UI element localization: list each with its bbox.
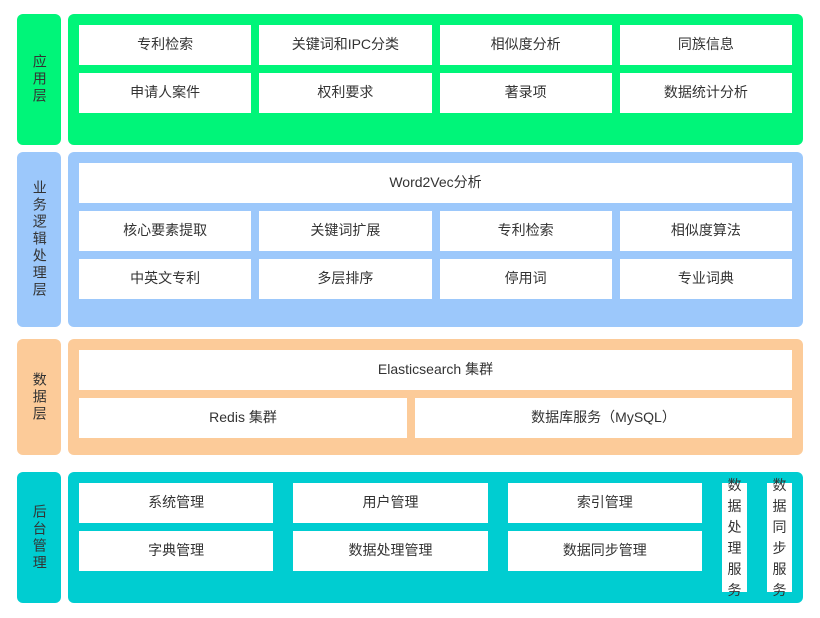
card-bibliographic-items[interactable]: 著录项: [439, 73, 612, 113]
card-user-management[interactable]: 用户管理: [293, 483, 488, 523]
layer-label-data: 数据层: [17, 339, 61, 455]
card-dictionary-management[interactable]: 字典管理: [79, 531, 274, 571]
card-similarity-algorithm[interactable]: 相似度算法: [619, 211, 792, 251]
layer-data: 数据层 Elasticsearch 集群 Redis 集群 数据库服务（MySQ…: [17, 339, 803, 455]
layer-label-backend-management-text: 后台管理: [31, 503, 48, 572]
card-system-management[interactable]: 系统管理: [79, 483, 274, 523]
layer-label-data-text: 数据层: [31, 371, 48, 423]
business-row-1: Word2Vec分析: [79, 163, 792, 203]
layer-panel-business-logic: Word2Vec分析 核心要素提取 关键词扩展 专利检索 相似度算法 中英文专利…: [68, 152, 803, 327]
backend-row-1: 系统管理 用户管理 索引管理: [79, 483, 702, 523]
card-applicant-cases[interactable]: 申请人案件: [79, 73, 252, 113]
card-core-element-extraction[interactable]: 核心要素提取: [79, 211, 252, 251]
layer-backend-management: 后台管理 系统管理 用户管理 索引管理 字典管理 数据处理管理 数据同步管理 数…: [17, 472, 803, 603]
data-row-2: Redis 集群 数据库服务（MySQL）: [79, 398, 792, 438]
business-row-2: 核心要素提取 关键词扩展 专利检索 相似度算法: [79, 211, 792, 251]
card-data-processing-service[interactable]: 数据处理服务: [722, 477, 747, 598]
layer-application: 应用层 专利检索 关键词和IPC分类 相似度分析 同族信息 申请人案件 权利要求…: [17, 14, 803, 145]
card-patent-search-business[interactable]: 专利检索: [439, 211, 612, 251]
card-claims[interactable]: 权利要求: [259, 73, 432, 113]
layer-label-application-text: 应用层: [31, 54, 48, 105]
card-professional-dictionary[interactable]: 专业词典: [619, 259, 792, 299]
application-row-2: 申请人案件 权利要求 著录项 数据统计分析: [79, 73, 792, 113]
card-keyword-expansion[interactable]: 关键词扩展: [259, 211, 432, 251]
card-data-sync-service[interactable]: 数据同步服务: [767, 477, 792, 598]
layer-panel-backend-management: 系统管理 用户管理 索引管理 字典管理 数据处理管理 数据同步管理 数据处理服务…: [68, 472, 803, 603]
card-patent-search[interactable]: 专利检索: [79, 25, 252, 65]
card-chinese-english-patent[interactable]: 中英文专利: [79, 259, 252, 299]
layer-label-application: 应用层: [17, 14, 61, 145]
card-elasticsearch-cluster[interactable]: Elasticsearch 集群: [79, 350, 792, 390]
card-stopwords[interactable]: 停用词: [439, 259, 612, 299]
layer-panel-data: Elasticsearch 集群 Redis 集群 数据库服务（MySQL）: [68, 339, 803, 455]
backend-row-2: 字典管理 数据处理管理 数据同步管理: [79, 531, 702, 571]
card-word2vec-analysis[interactable]: Word2Vec分析: [79, 163, 792, 203]
backend-management-grid: 系统管理 用户管理 索引管理 字典管理 数据处理管理 数据同步管理: [79, 483, 702, 592]
business-row-3: 中英文专利 多层排序 停用词 专业词典: [79, 259, 792, 299]
data-row-1: Elasticsearch 集群: [79, 350, 792, 390]
card-data-sync-management[interactable]: 数据同步管理: [507, 531, 702, 571]
card-multilayer-ranking[interactable]: 多层排序: [259, 259, 432, 299]
layer-label-business-logic-text: 业务逻辑处理层: [31, 180, 48, 299]
card-redis-cluster[interactable]: Redis 集群: [79, 398, 407, 438]
card-index-management[interactable]: 索引管理: [507, 483, 702, 523]
layer-business-logic: 业务逻辑处理层 Word2Vec分析 核心要素提取 关键词扩展 专利检索 相似度…: [17, 152, 803, 327]
layer-panel-application: 专利检索 关键词和IPC分类 相似度分析 同族信息 申请人案件 权利要求 著录项…: [68, 14, 803, 145]
application-row-1: 专利检索 关键词和IPC分类 相似度分析 同族信息: [79, 25, 792, 65]
card-data-processing-management[interactable]: 数据处理管理: [293, 531, 488, 571]
layer-label-backend-management: 后台管理: [17, 472, 61, 603]
card-family-information[interactable]: 同族信息: [619, 25, 792, 65]
backend-service-column: 数据处理服务 数据同步服务: [722, 477, 792, 598]
layer-label-business-logic: 业务逻辑处理层: [17, 152, 61, 327]
card-data-statistics-analysis[interactable]: 数据统计分析: [619, 73, 792, 113]
card-database-service-mysql[interactable]: 数据库服务（MySQL）: [415, 398, 792, 438]
card-similarity-analysis[interactable]: 相似度分析: [439, 25, 612, 65]
card-keyword-ipc-classification[interactable]: 关键词和IPC分类: [259, 25, 432, 65]
